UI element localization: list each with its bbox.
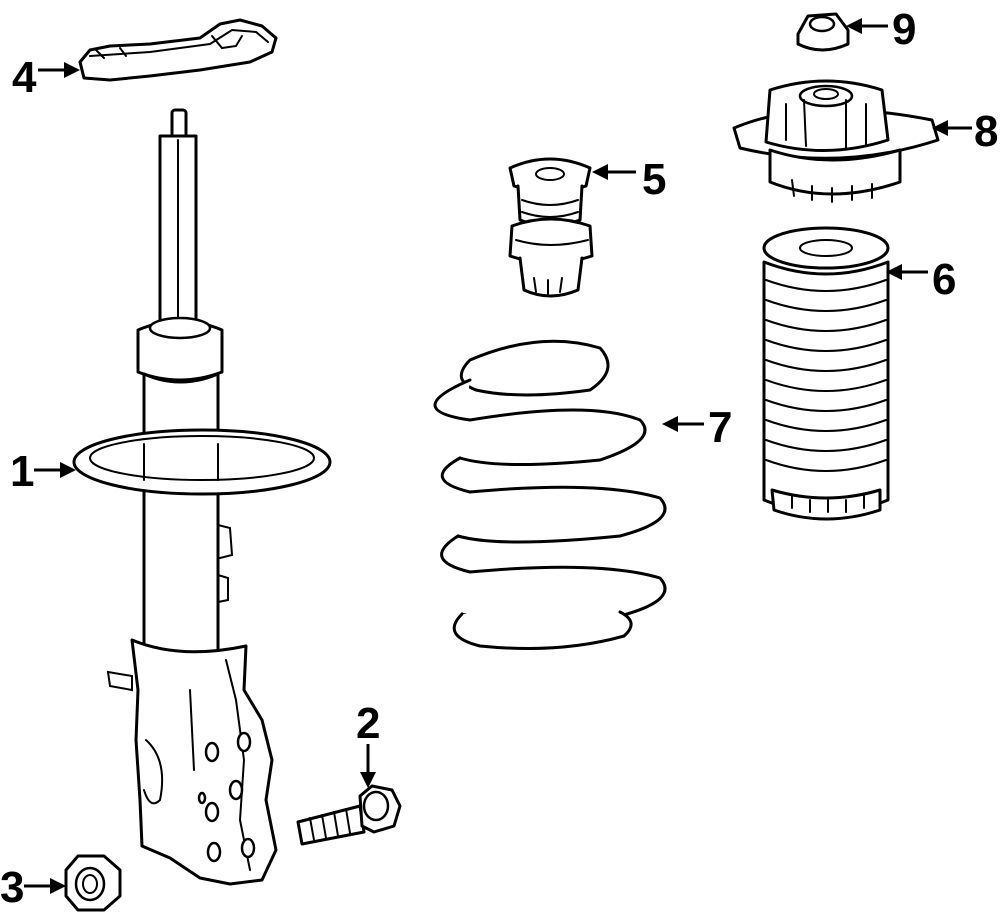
callout-4: 4 [12, 53, 80, 102]
callout-2: 2 [356, 699, 380, 788]
part-9-nut [796, 12, 850, 52]
callout-arrow-7 [662, 416, 678, 432]
callout-3: 3 [0, 863, 66, 912]
callout-arrow-1 [60, 462, 76, 478]
part-4-spring-insulator [78, 18, 278, 82]
callout-9: 9 [846, 5, 916, 54]
callout-arrow-2 [360, 772, 376, 788]
callout-number-3: 3 [0, 863, 24, 912]
callout-5: 5 [592, 155, 666, 204]
callout-arrow-5 [592, 164, 608, 180]
callout-number-4: 4 [12, 53, 37, 102]
callout-6: 6 [886, 255, 956, 304]
callout-arrow-8 [932, 120, 948, 136]
callout-number-7: 7 [708, 403, 732, 452]
part-3-nut [64, 854, 122, 912]
callout-number-8: 8 [974, 107, 998, 156]
part-7-coil-spring [433, 339, 667, 650]
part-1-strut-assembly [72, 108, 332, 886]
callout-number-2: 2 [356, 699, 380, 748]
callout-7: 7 [662, 403, 732, 452]
part-8-strut-mount [732, 79, 940, 203]
callout-8: 8 [932, 107, 998, 156]
callout-arrow-4 [64, 62, 80, 78]
callout-arrow-9 [846, 18, 862, 34]
callout-number-1: 1 [10, 447, 34, 496]
callout-number-6: 6 [932, 255, 956, 304]
callout-arrow-6 [886, 264, 902, 280]
callout-number-9: 9 [892, 5, 916, 54]
part-2-bolt [296, 784, 402, 846]
callout-1: 1 [10, 447, 76, 496]
part-5-bump-stop [508, 157, 594, 298]
callout-number-5: 5 [642, 155, 666, 204]
callout-arrow-3 [50, 878, 66, 894]
part-6-dust-boot [762, 226, 890, 521]
